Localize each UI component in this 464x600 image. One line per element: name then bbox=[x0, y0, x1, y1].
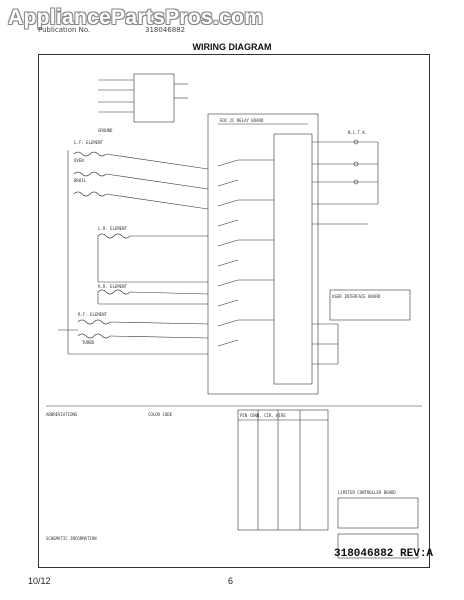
header-publication: Publication No. bbox=[38, 26, 91, 34]
lf-element-label: L.F. ELEMENT bbox=[74, 140, 103, 145]
oven-label: OVEN bbox=[74, 158, 84, 163]
rr-element-label: R.R. ELEMENT bbox=[98, 284, 127, 289]
relay-board bbox=[207, 113, 319, 395]
watermark: AppliancePartsPros.com bbox=[8, 6, 264, 29]
page-title: WIRING DIAGRAM bbox=[192, 42, 272, 52]
broil-label: BROIL bbox=[74, 178, 87, 183]
legend-abbreviations: ABBREVIATIONS bbox=[46, 412, 78, 417]
legend-table-header: PIN CONN. CIR. WIRE bbox=[240, 413, 286, 418]
limiter-label: LIMITER CONTROLLER BOARD bbox=[338, 490, 396, 495]
legend-color-code: COLOR CODE bbox=[148, 412, 173, 417]
lr-element-label: L.R. ELEMENT bbox=[98, 226, 127, 231]
wiring-diagram: GROUND EOC 2C RELAY BOARD L.F. ELEMENT O… bbox=[46, 73, 422, 559]
eoc-board-label: EOC 2C RELAY BOARD bbox=[220, 118, 264, 123]
nltk-label: N.L.T.K. bbox=[348, 130, 367, 135]
footer-date: 10/12 bbox=[28, 576, 51, 586]
schematic-note: SCHEMATIC INFORMATION bbox=[46, 536, 97, 541]
footer-page-number: 6 bbox=[228, 576, 234, 586]
user-interface-label: USER INTERFACE BOARD bbox=[332, 294, 381, 299]
part-number: 318046882 REV:A bbox=[334, 548, 434, 560]
diagram-frame bbox=[38, 54, 430, 568]
header-model: 318046882 bbox=[145, 26, 186, 34]
ground-label: GROUND bbox=[98, 128, 113, 133]
rf-element-label: R.F. ELEMENT bbox=[78, 312, 107, 317]
turbo-label: TURBO bbox=[82, 340, 95, 345]
